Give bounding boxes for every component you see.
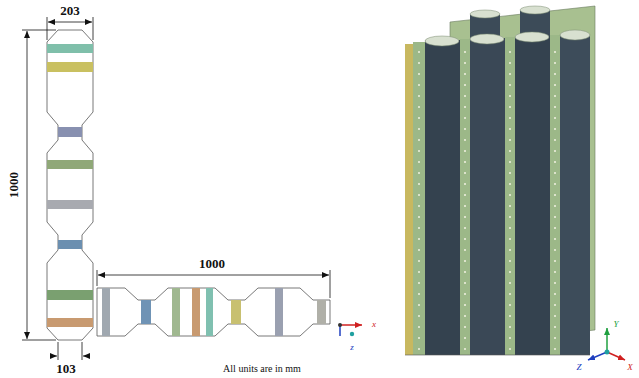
units-note: All units are in mm <box>223 364 301 374</box>
vertical-section <box>47 30 93 340</box>
axis-label: x <box>372 320 376 329</box>
dimension-label: 103 <box>56 362 76 375</box>
3d-model <box>405 6 595 355</box>
horizontal-section <box>97 288 330 336</box>
dimension-lines <box>22 17 330 360</box>
dimension-label: 203 <box>60 4 80 17</box>
axis-triad <box>338 323 362 336</box>
dimension-label: 1000 <box>7 172 20 198</box>
axis-label: Y <box>613 320 618 329</box>
axis-triad <box>588 328 625 360</box>
axis-label: z <box>350 343 354 352</box>
axis-label: X <box>627 363 633 372</box>
axis-label: Z <box>576 363 581 372</box>
dimension-label: 1000 <box>199 257 225 270</box>
